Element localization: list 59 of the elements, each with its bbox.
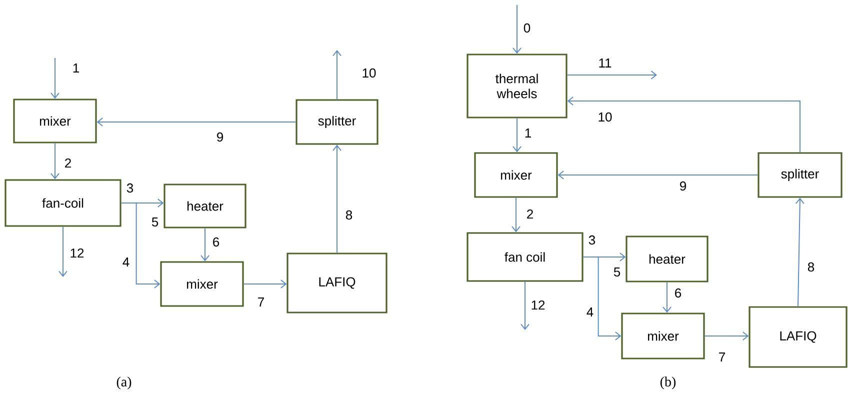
process-box: mixer (13, 98, 97, 144)
stream-number: 9 (215, 131, 225, 143)
process-box: splitter (758, 152, 842, 198)
arrow (512, 118, 522, 152)
arrow (243, 280, 287, 288)
arrow (566, 70, 658, 80)
arrow (50, 58, 60, 99)
process-box: mixer (160, 261, 244, 307)
stream-number: 10 (360, 67, 378, 79)
process-box: thermal wheels (466, 54, 568, 118)
stream-number: 10 (596, 111, 614, 123)
stream-number: 7 (256, 296, 266, 308)
arrow (332, 50, 342, 100)
arrow (512, 4, 522, 54)
arrow (200, 228, 210, 262)
arrow (512, 197, 520, 232)
arrow (662, 282, 672, 313)
process-box: fan-coil (4, 179, 122, 227)
arrow (50, 142, 60, 180)
process-box: splitter (296, 99, 378, 145)
stream-number: 12 (530, 299, 546, 311)
stream-number: 4 (121, 256, 131, 268)
process-box: LAFIQ (748, 306, 848, 368)
stream-number: 1 (523, 128, 533, 138)
process-box: fan coil (466, 232, 584, 282)
stream-number: 3 (588, 235, 596, 245)
stream-number: 6 (211, 236, 221, 248)
stream-number: 3 (126, 183, 134, 193)
stream-number: 8 (806, 261, 816, 273)
arrow (582, 256, 622, 340)
stream-number: 12 (68, 247, 86, 259)
stream-number: 8 (344, 209, 354, 221)
arrow (795, 198, 804, 307)
stream-number: 1 (71, 62, 81, 74)
arrow (332, 144, 342, 254)
arrow (567, 96, 800, 153)
stream-number: 9 (678, 180, 688, 192)
stream-number: 7 (717, 352, 727, 362)
stream-number: 0 (522, 22, 532, 34)
process-box: heater (626, 236, 708, 282)
arrow (520, 281, 530, 330)
process-box: heater (164, 184, 246, 228)
process-box: mixer (621, 312, 705, 360)
arrow (704, 332, 749, 340)
stream-number: 2 (63, 157, 73, 169)
process-box: LAFIQ (286, 252, 388, 314)
stream-number: 5 (150, 216, 160, 228)
arrow (558, 170, 758, 180)
process-box: mixer (474, 152, 558, 198)
stream-number: 11 (597, 58, 613, 68)
arrow (96, 118, 296, 126)
stream-number: 5 (612, 266, 622, 278)
arrow (120, 202, 160, 288)
stream-number: 2 (525, 208, 535, 220)
panel-caption: (a) (116, 376, 132, 390)
arrow (58, 226, 68, 277)
stream-number: 6 (673, 287, 683, 299)
panel-caption: (b) (660, 376, 676, 390)
stream-number: 4 (585, 306, 595, 318)
